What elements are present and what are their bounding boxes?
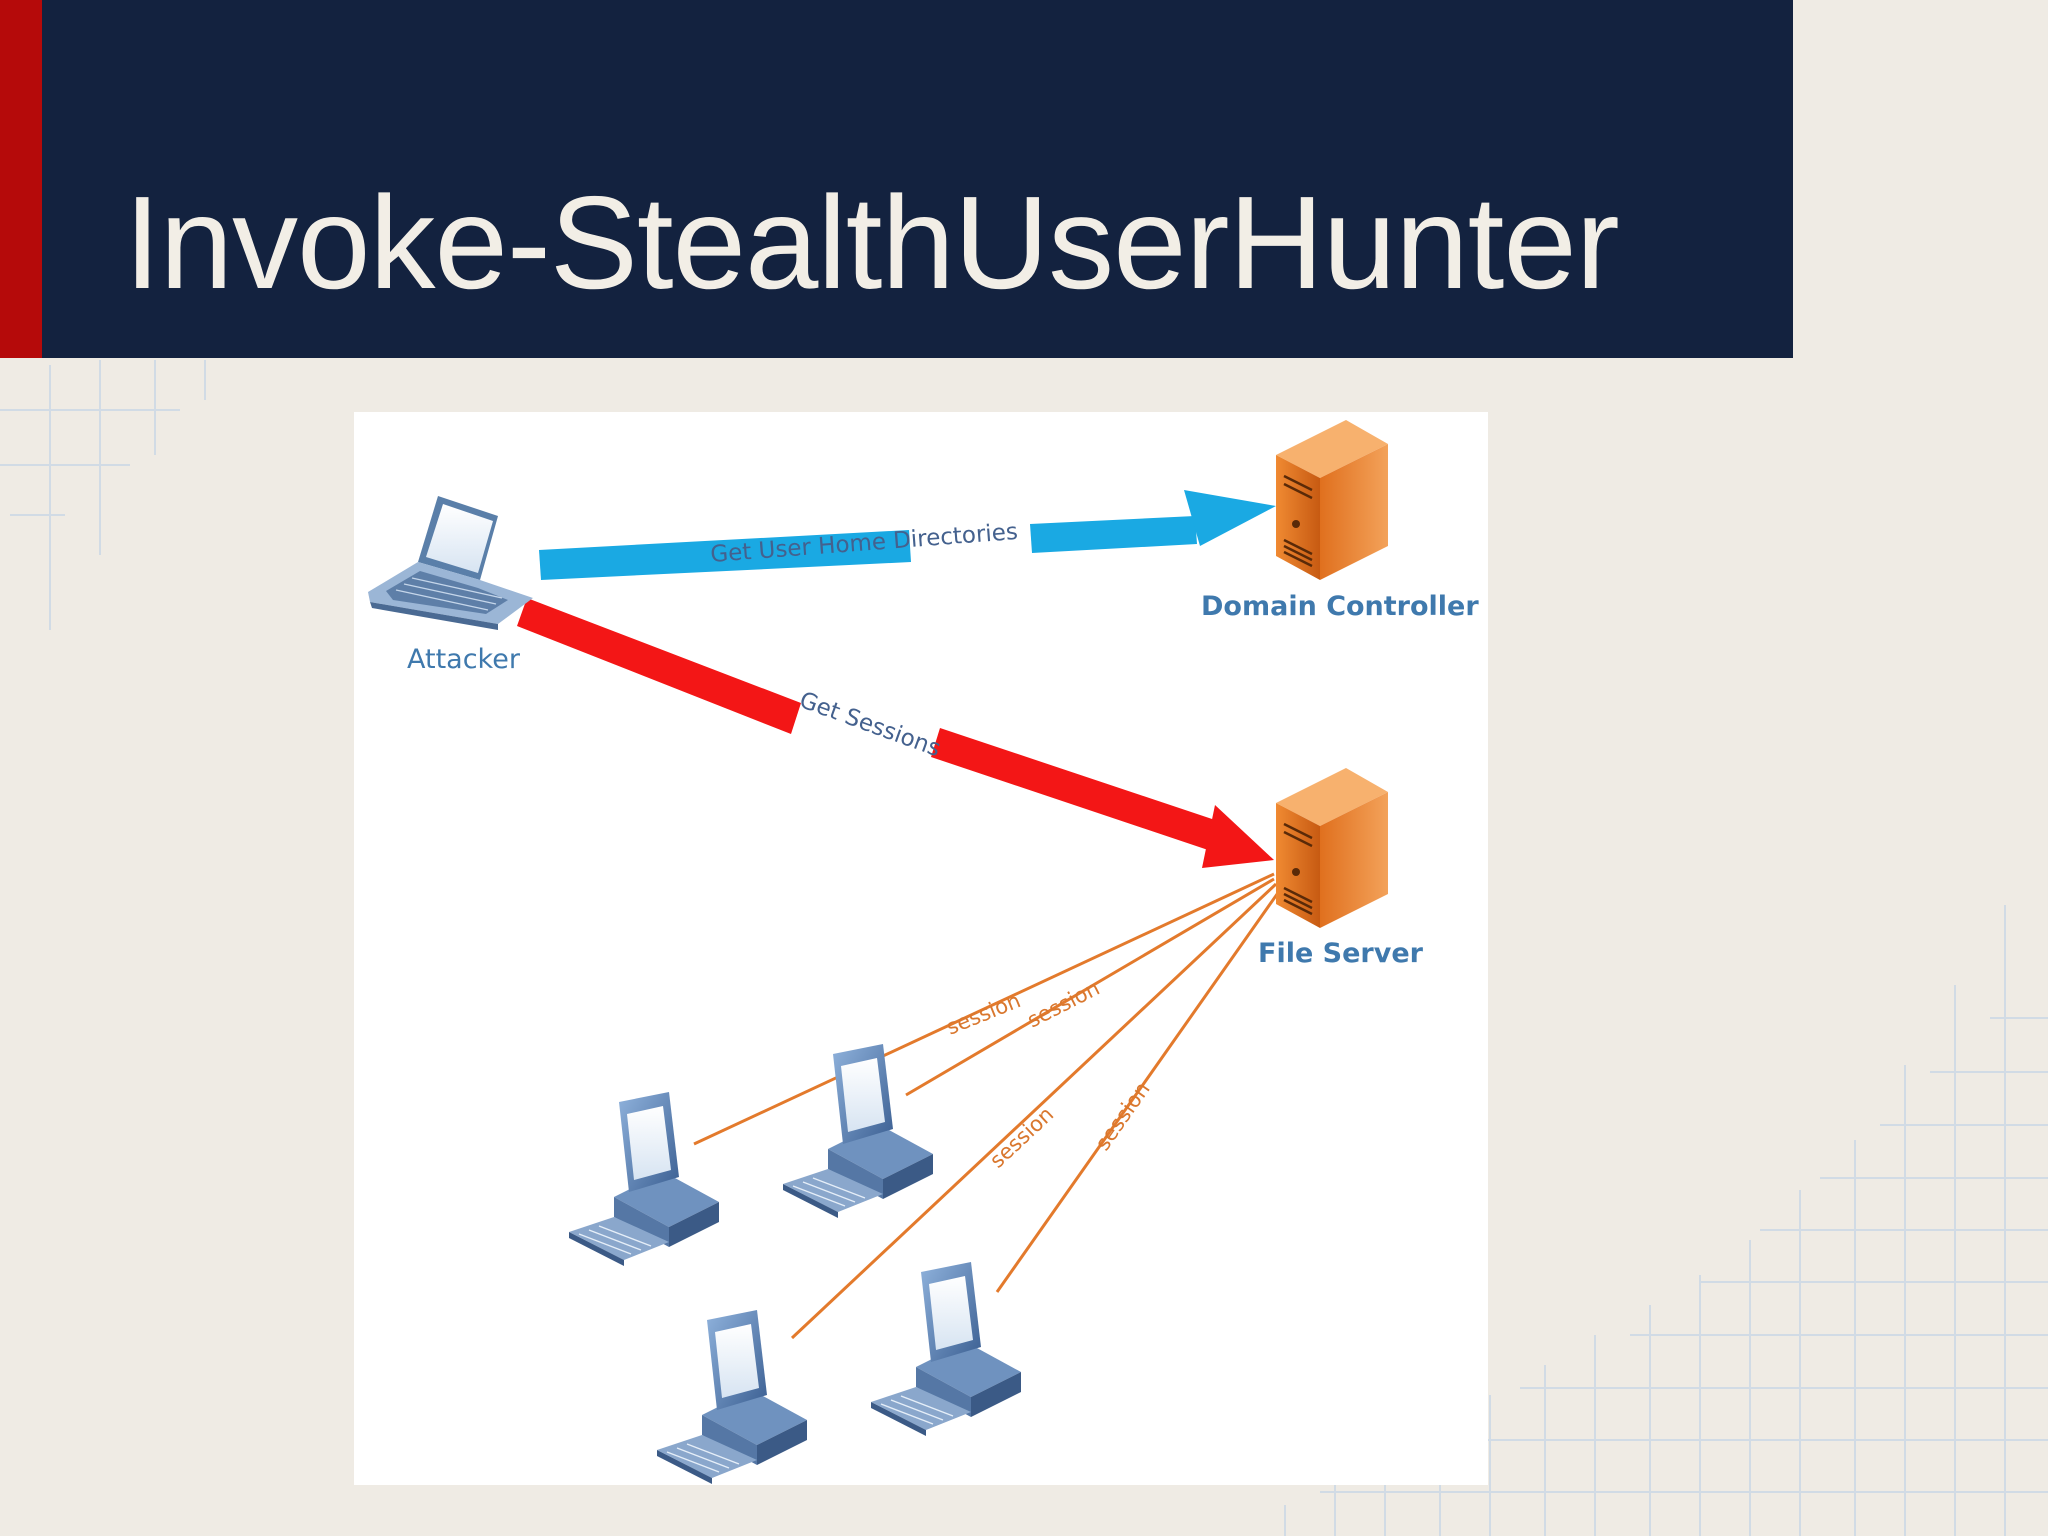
domain-controller-label: Domain Controller <box>1201 591 1479 622</box>
session-label-4: session <box>1090 1077 1154 1154</box>
laptop-icon <box>368 496 533 630</box>
desktop-computer-icon <box>657 1310 807 1484</box>
session-lines <box>693 872 1282 1340</box>
sessions-arrow-shaft-right <box>931 728 1227 853</box>
file-server-label: File Server <box>1258 938 1424 969</box>
home-directories-arrow-shaft <box>539 530 911 580</box>
sessions-arrow-head <box>1202 805 1274 868</box>
diagram-panel: Get User Home Directories Get Sessions s… <box>354 412 1488 1485</box>
session-label-3: session <box>985 1102 1058 1173</box>
accent-strip <box>0 0 42 358</box>
home-directories-arrow-head <box>1184 490 1276 546</box>
session-line-1 <box>693 872 1275 1146</box>
home-directories-arrow <box>539 490 1276 580</box>
home-directories-arrow-shaft-right <box>1030 516 1197 553</box>
attacker-label: Attacker <box>407 644 521 675</box>
desktop-computer-icon <box>783 1044 933 1218</box>
session-line-4 <box>995 889 1282 1293</box>
title-bar <box>0 0 1793 358</box>
server-icon <box>1276 768 1388 928</box>
sessions-arrow <box>517 598 1274 868</box>
sessions-arrow-shaft-left <box>517 598 801 734</box>
server-icon <box>1276 420 1388 580</box>
session-line-2 <box>905 877 1275 1097</box>
desktop-computer-icon <box>569 1092 719 1266</box>
session-line-3 <box>790 882 1278 1340</box>
network-diagram: Get User Home Directories Get Sessions s… <box>368 420 1479 1484</box>
desktop-computer-icon <box>871 1262 1021 1436</box>
sessions-label: Get Sessions <box>796 687 944 762</box>
slide-title: Invoke-StealthUserHunter <box>124 169 1620 316</box>
